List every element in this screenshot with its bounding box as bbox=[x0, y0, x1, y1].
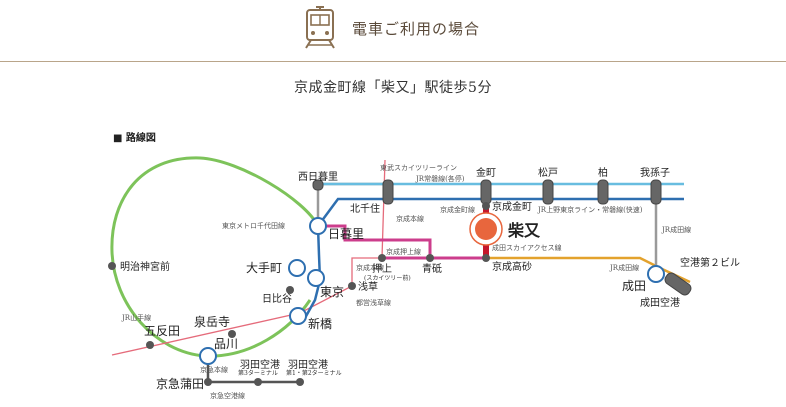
label-narita: 成田 bbox=[622, 279, 646, 293]
label-meijijingumae: 明治神宮前 bbox=[120, 260, 170, 273]
station-abiko-marker bbox=[650, 179, 662, 205]
line-jr-yamanote bbox=[110, 156, 320, 358]
label-aoto: 青砥 bbox=[422, 262, 442, 275]
station-oshiage-marker bbox=[378, 254, 386, 262]
label-line-tobu-skytree: 東武スカイツリーライン bbox=[380, 163, 457, 172]
label-line-jr-narita: JR成田線 bbox=[661, 225, 691, 234]
label-line-jr-joban-local: JR常磐線(各停) bbox=[415, 174, 465, 183]
label-keisei-kanamachi: 京成金町 bbox=[492, 200, 532, 213]
label-kanamachi: 金町 bbox=[476, 166, 496, 179]
station-hibiya-marker bbox=[286, 286, 294, 294]
line-toei-asakusa bbox=[111, 159, 386, 356]
station-kashiwa-marker bbox=[597, 179, 609, 205]
label-shinagawa: 品川 bbox=[214, 337, 238, 351]
station-keisei-takasago-marker bbox=[482, 254, 490, 262]
station-shimbashi-marker bbox=[289, 307, 307, 325]
station-keikyu-kamata-marker bbox=[204, 378, 212, 386]
station-haneda-t12-marker bbox=[296, 378, 304, 386]
station-nippori-marker bbox=[309, 217, 327, 235]
label-nishinippori: 西日暮里 bbox=[298, 170, 338, 183]
label-line-jr-ueno-tokyo: JR上野東京ライン・常磐線(快速) bbox=[537, 205, 643, 214]
label-line-jr-narita-2: JR成田線 bbox=[609, 263, 639, 272]
station-keisei-kanamachi-marker bbox=[482, 202, 490, 210]
station-gotanda-marker bbox=[146, 341, 154, 349]
label-oshiage-sub: (スカイツリー前) bbox=[364, 274, 411, 282]
label-hibiya: 日比谷 bbox=[262, 293, 292, 305]
label-otemachi: 大手町 bbox=[246, 261, 282, 275]
label-sengakuji: 泉岳寺 bbox=[194, 315, 230, 329]
label-line-keisei-main-1: 京成本線 bbox=[396, 214, 424, 223]
station-otemachi-marker bbox=[288, 259, 306, 277]
label-line-tokyo-metro-chiyoda: 東京メトロ千代田線 bbox=[222, 221, 285, 230]
station-shinagawa-marker bbox=[199, 347, 217, 365]
label-shimbashi: 新橋 bbox=[308, 316, 332, 331]
station-haneda-t3-marker bbox=[254, 378, 262, 386]
header: 電車ご利用の場合 bbox=[0, 0, 786, 62]
label-asakusa: 浅草 bbox=[358, 280, 378, 293]
header-divider bbox=[0, 61, 786, 62]
station-kitasenju-marker bbox=[382, 179, 394, 205]
legend-title: ■ 路線図 bbox=[113, 133, 156, 144]
label-line-toei-asakusa: 都営浅草線 bbox=[356, 298, 391, 307]
station-meijijingumae-marker bbox=[108, 262, 116, 270]
header-title: 電車ご利用の場合 bbox=[352, 20, 481, 38]
label-line-keisei-oshiage: 京成押上線 bbox=[386, 247, 421, 256]
station-matsudo-marker bbox=[542, 179, 554, 205]
label-line-keikyu-airport: 京急空港線 bbox=[210, 391, 245, 400]
label-haneda-t3: 羽田空港 bbox=[240, 358, 280, 371]
label-line-jr-yamanote: JR山手線 bbox=[121, 313, 151, 322]
label-kitasenju: 北千住 bbox=[350, 202, 380, 215]
label-gotanda: 五反田 bbox=[144, 324, 180, 338]
station-sengakuji-marker bbox=[228, 330, 236, 338]
label-narita-airport: 成田空港 bbox=[640, 296, 680, 309]
label-matsudo: 松戸 bbox=[538, 166, 558, 179]
label-nippori: 日暮里 bbox=[328, 227, 364, 241]
page-subtitle: 京成金町線「柴又」駅徒歩5分 bbox=[294, 80, 492, 96]
station-shibamata-marker bbox=[475, 218, 497, 240]
station-nishinippori-marker bbox=[312, 179, 324, 191]
label-line-keikyu-main: 京急本線 bbox=[200, 365, 228, 374]
train-icon bbox=[305, 6, 335, 49]
station-aoto-marker bbox=[426, 254, 434, 262]
line-jr-ueno-tokyo bbox=[303, 197, 684, 319]
station-tokyo-marker bbox=[307, 269, 325, 287]
label-haneda-t12: 羽田空港 bbox=[288, 358, 328, 371]
station-narita-marker bbox=[647, 265, 665, 283]
label-shibamata: 柴又 bbox=[507, 221, 541, 240]
label-oshiage: 押上 bbox=[372, 262, 392, 275]
label-line-keisei-kanamachi: 京成金町線 bbox=[440, 205, 475, 214]
station-airport2-marker bbox=[664, 272, 692, 296]
label-tokyo: 東京 bbox=[320, 285, 344, 299]
label-line-keisei-main-2: 京成本線 bbox=[356, 263, 384, 272]
label-haneda-t3-sub: 第3ターミナル bbox=[238, 369, 278, 377]
label-keisei-takasago: 京成高砂 bbox=[492, 260, 532, 273]
label-abiko: 我孫子 bbox=[640, 167, 670, 179]
label-keikyu-kamata: 京急蒲田 bbox=[156, 376, 204, 391]
label-line-narita-access: 成田スカイアクセス線 bbox=[492, 243, 562, 252]
station-asakusa-marker bbox=[348, 282, 356, 290]
label-haneda-t12-sub: 第1・第2ターミナル bbox=[286, 369, 342, 377]
label-kashiwa: 柏 bbox=[598, 166, 608, 179]
station-kanamachi-marker bbox=[480, 179, 492, 205]
label-airport2: 空港第２ビル bbox=[680, 256, 740, 269]
